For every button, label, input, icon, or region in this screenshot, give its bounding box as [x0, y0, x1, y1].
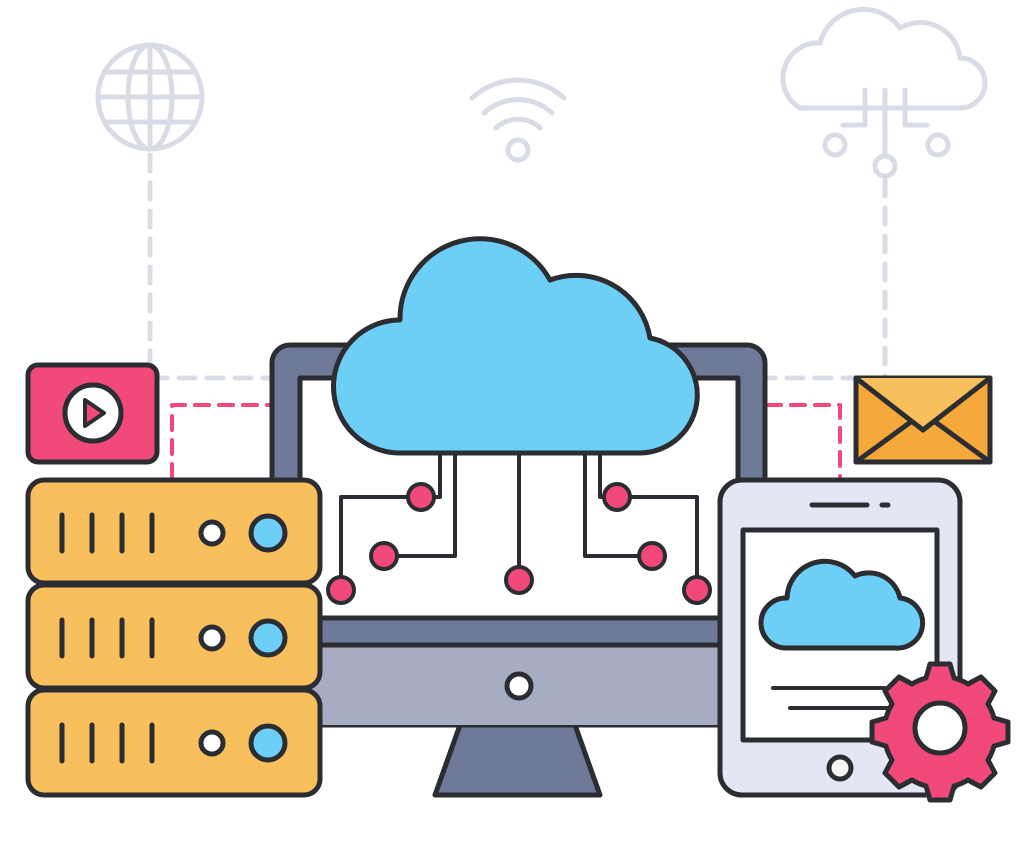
email-envelope-icon	[853, 375, 993, 465]
cloud-icon	[758, 558, 926, 651]
cloud-network-icon	[780, 6, 988, 179]
cloud-icon	[331, 236, 700, 456]
server-unit	[25, 687, 323, 798]
gear-icon	[869, 661, 1011, 803]
video-play-icon	[25, 362, 160, 465]
server-rack-icon	[25, 477, 323, 798]
wifi-icon	[469, 77, 567, 163]
tablet-icon	[717, 477, 963, 798]
server-unit	[25, 477, 323, 586]
circuit-nodes	[326, 482, 712, 605]
globe-icon	[95, 42, 205, 152]
server-unit	[25, 582, 323, 691]
